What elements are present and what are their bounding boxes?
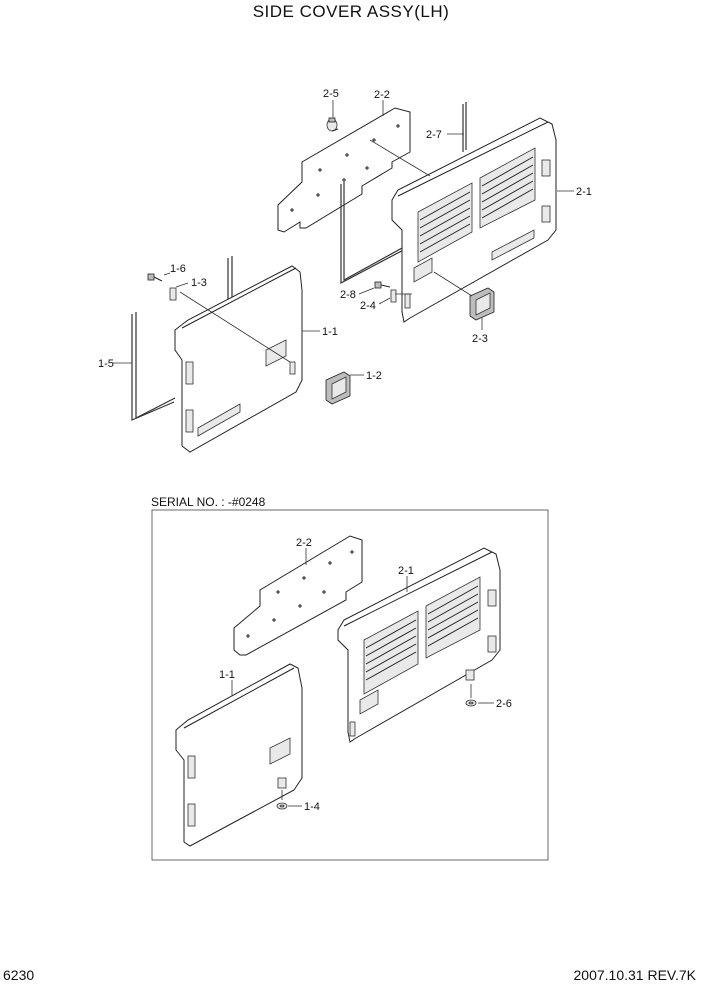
nut-2-6 <box>465 699 477 707</box>
callout-2-2-lower: 2-2 <box>296 537 312 549</box>
panel-1-1-upper <box>174 265 303 453</box>
callout-1-1-upper: 1-1 <box>322 326 338 338</box>
seal-1-5 <box>131 256 233 421</box>
callout-2-2-upper: 2-2 <box>374 89 390 101</box>
leader-lines-lower <box>231 548 494 807</box>
callout-1-5-upper: 1-5 <box>98 358 114 370</box>
bracket-1-3 <box>169 287 177 301</box>
leader-lines-upper <box>113 100 574 376</box>
callout-2-1-upper: 2-1 <box>576 186 592 198</box>
callout-2-8-upper: 2-8 <box>340 289 356 301</box>
callouts-lower: 2-2 2-1 1-1 2-6 1-4 <box>219 537 512 813</box>
serial-number-note: SERIAL NO. : -#0248 <box>151 495 266 509</box>
callout-2-3-upper: 2-3 <box>472 333 488 345</box>
screw-2-8 <box>374 281 391 289</box>
bracket-2-4 <box>390 289 397 303</box>
screw-1-6 <box>147 273 163 282</box>
callout-1-2-upper: 1-2 <box>366 370 382 382</box>
page-number: 6230 <box>3 967 35 983</box>
latch-2-3 <box>469 287 495 321</box>
callout-2-1-lower: 2-1 <box>398 565 414 577</box>
callouts-upper: 2-5 2-2 2-7 2-1 1-6 1-3 2-8 2-4 2-3 1-1 … <box>98 88 592 382</box>
clip-2-5 <box>326 117 339 132</box>
callout-1-3-upper: 1-3 <box>191 277 207 289</box>
callout-1-4-lower: 1-4 <box>304 801 320 813</box>
plate-2-2-upper <box>277 107 411 233</box>
plate-2-2-lower <box>233 535 363 656</box>
serial-frame <box>151 509 549 861</box>
date-revision: 2007.10.31 REV.7K <box>573 967 696 983</box>
panel-2-1-upper <box>391 117 557 323</box>
page-title: SIDE COVER ASSY(LH) <box>252 2 450 21</box>
nut-1-4 <box>276 802 288 810</box>
panel-1-1-lower <box>175 663 303 847</box>
callout-2-6-lower: 2-6 <box>496 698 512 710</box>
callout-1-1-lower: 1-1 <box>219 669 235 681</box>
callout-2-7-upper: 2-7 <box>426 129 442 141</box>
latch-1-2 <box>325 371 351 405</box>
callout-2-4-upper: 2-4 <box>360 300 376 312</box>
panel-2-1-lower <box>337 547 501 743</box>
callout-1-6-upper: 1-6 <box>170 263 186 275</box>
callout-2-5-upper: 2-5 <box>323 88 339 100</box>
